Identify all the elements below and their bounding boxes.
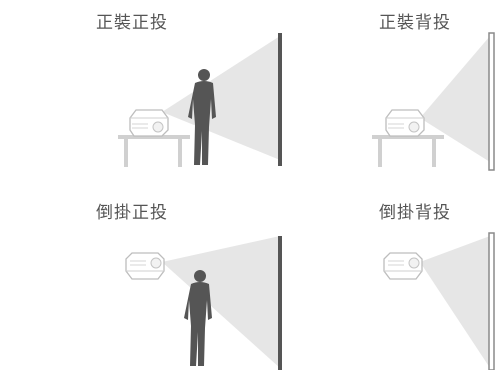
projector-icon bbox=[385, 109, 425, 137]
mode-label-front-ceiling: 倒掛正投 bbox=[96, 203, 168, 223]
table-icon bbox=[118, 135, 190, 167]
mode-label-rear-ceiling: 倒掛背投 bbox=[379, 203, 451, 223]
light-beam bbox=[420, 236, 490, 368]
light-beam bbox=[162, 236, 280, 368]
projector-icon bbox=[125, 252, 165, 280]
mode-label-rear-desk: 正裝背投 bbox=[379, 13, 451, 33]
table-icon bbox=[372, 135, 444, 167]
mode-label-front-desk: 正裝正投 bbox=[96, 13, 168, 33]
screen-icon bbox=[488, 32, 495, 171]
screen-icon bbox=[488, 232, 495, 370]
panel-front-ceiling bbox=[125, 236, 282, 370]
panel-front-desk bbox=[118, 33, 282, 167]
projector-icon bbox=[129, 109, 169, 137]
screen-icon bbox=[278, 33, 282, 166]
light-beam bbox=[420, 36, 490, 162]
panel-rear-desk bbox=[372, 32, 495, 171]
panel-rear-ceiling bbox=[383, 232, 495, 370]
projector-icon bbox=[383, 252, 423, 280]
light-beam bbox=[162, 36, 280, 160]
screen-icon bbox=[278, 236, 282, 370]
